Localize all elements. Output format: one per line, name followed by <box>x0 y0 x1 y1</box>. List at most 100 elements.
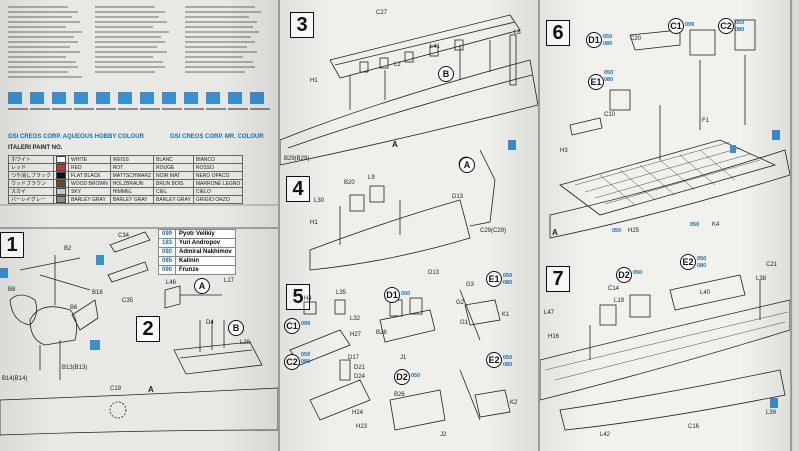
color-swatch <box>56 188 67 195</box>
label-c21: C21 <box>766 262 778 268</box>
part-k1 <box>464 299 501 326</box>
code-050-e1: 050 <box>503 273 513 279</box>
code-050-c2: 050 <box>301 352 311 358</box>
code-080-e2-step6: 080 <box>697 263 707 269</box>
callout-c2-step6: C2 <box>718 18 734 34</box>
part-l9 <box>369 185 385 203</box>
label-c20: C20 <box>630 36 642 42</box>
label-l41: L41 <box>430 44 441 50</box>
step-5-label: 5 <box>286 284 310 310</box>
part-c10 <box>609 89 631 111</box>
label-c34: C34 <box>118 233 130 239</box>
callout-b: B <box>228 320 244 336</box>
callout-e2-step6: E2 <box>680 254 696 270</box>
label-l17: L17 <box>224 278 235 284</box>
callout-e1: E1 <box>486 271 502 287</box>
step-1-2-diagram <box>0 231 278 436</box>
rotor-blade-lines <box>19 257 91 291</box>
part-c29 <box>469 149 496 227</box>
code-050-h25: 050 <box>612 228 622 234</box>
instruction-page-3: 6 7 <box>540 0 790 451</box>
hull-part-a <box>0 387 278 436</box>
callout-c1-step6: C1 <box>668 18 684 34</box>
label-l42: L42 <box>600 432 611 438</box>
ship-name: Frunze <box>175 265 236 275</box>
code-050-d1-step6: 050 <box>603 34 613 40</box>
hole-icon <box>228 92 242 104</box>
label-c10: C10 <box>604 112 616 118</box>
paint-name-jp: バーレイグレー <box>7 195 55 204</box>
deck-part-c27 <box>329 14 521 79</box>
label-l46: L46 <box>166 280 177 286</box>
assembly-symbols-row <box>0 92 278 229</box>
callout-a-step4: A <box>459 157 475 173</box>
label-a-step6: A <box>552 228 558 237</box>
code-080-e1: 080 <box>503 280 513 286</box>
part-h4 <box>303 301 317 315</box>
step-2-label: 2 <box>136 316 160 342</box>
part-c34 <box>109 231 151 253</box>
color-swatch <box>56 172 67 179</box>
ship-code: 090 <box>157 265 177 275</box>
label-c35: C35 <box>122 298 134 304</box>
label-h4: H4 <box>304 296 312 302</box>
part-l46 <box>164 285 181 309</box>
label-l28: L28 <box>240 340 251 346</box>
step-3-5-diagram <box>280 14 538 431</box>
step-4-label: 4 <box>286 176 310 202</box>
label-l8: L8 <box>514 30 521 36</box>
cement-icon <box>772 130 780 140</box>
callout-d1-step6: D1 <box>586 32 602 48</box>
label-d24: D24 <box>354 374 366 380</box>
italeri-paint-header: ITALERI PAINT NO. <box>8 145 63 151</box>
part-l8 <box>509 34 517 86</box>
code-099-c1: 099 <box>301 321 311 327</box>
label-c19: C19 <box>110 386 122 392</box>
label-b29: B29(B29) <box>284 156 310 162</box>
code-080-e1-step6: 080 <box>604 77 614 83</box>
label-h24: H24 <box>352 410 364 416</box>
label-l39: L39 <box>766 410 777 416</box>
label-d13-top: D13 <box>452 194 464 200</box>
drill-icon <box>52 92 66 104</box>
label-h16: H16 <box>548 334 560 340</box>
label-hull-a: A <box>148 385 154 394</box>
label-c27: C27 <box>376 10 388 16</box>
part-d17 <box>339 359 351 381</box>
label-d4: D4 <box>206 320 214 326</box>
label-k2: K2 <box>510 400 518 406</box>
callout-d2-step7: D2 <box>616 267 632 283</box>
callout-e1-step6: E1 <box>588 74 604 90</box>
part-l19 <box>599 304 617 326</box>
label-l38: L38 <box>756 276 767 282</box>
label-b26: B26 <box>376 330 387 336</box>
code-080-c2: 080 <box>301 359 311 365</box>
color-swatch <box>56 180 67 187</box>
option-icon <box>140 92 154 104</box>
code-050-d2-step7: 050 <box>633 270 643 276</box>
label-g3: G3 <box>466 282 475 288</box>
label-l2: L2 <box>394 62 401 68</box>
code-080-d1-step6: 080 <box>603 41 613 47</box>
decal-icon <box>118 92 132 104</box>
step-6-label: 6 <box>546 20 570 46</box>
gsi-mr-colour-header: GSI CREOS CORP. MR. COLOUR <box>170 134 264 140</box>
callout-d2: D2 <box>394 369 410 385</box>
label-h27: H27 <box>350 332 362 338</box>
label-l30: L30 <box>314 198 325 204</box>
label-h3: H3 <box>560 148 568 154</box>
code-050-c2-step6: 050 <box>735 20 745 26</box>
label-d13: D13 <box>428 270 440 276</box>
step-6-7-diagram <box>540 19 790 431</box>
code-080-e2: 080 <box>503 362 513 368</box>
label-b18: B18 <box>92 290 103 296</box>
label-l47: L47 <box>544 310 555 316</box>
part-h23 <box>309 379 371 421</box>
label-b2: B2 <box>64 246 72 252</box>
code-050-e2-step6: 050 <box>697 256 707 262</box>
callout-b-step3: B <box>438 66 454 82</box>
label-j1: J1 <box>400 355 407 361</box>
sand-icon <box>96 92 110 104</box>
